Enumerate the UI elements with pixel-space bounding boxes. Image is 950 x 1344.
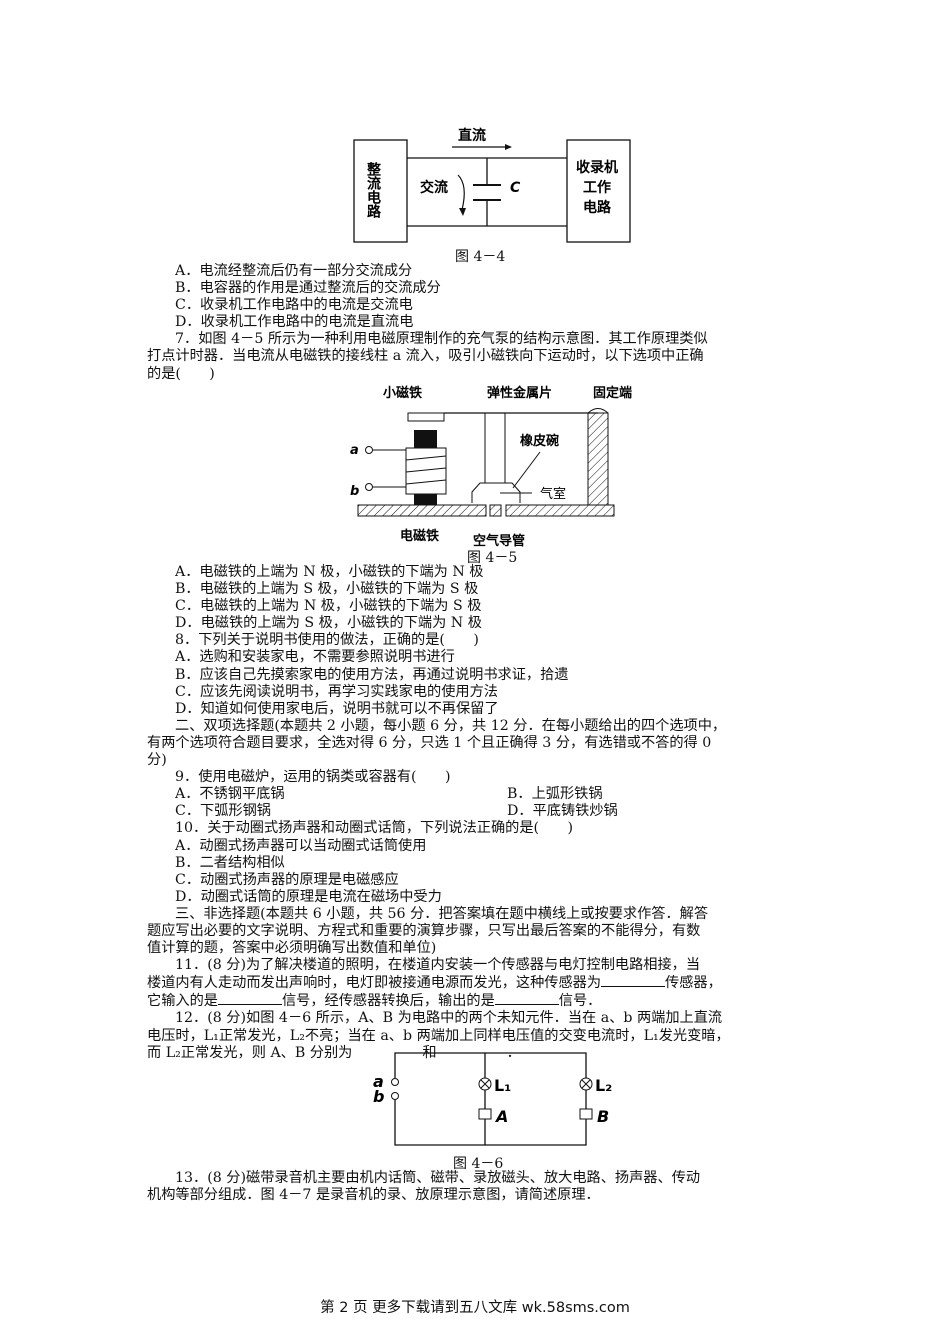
- page-footer: 第 2 页 更多下载请到五八文库 wk.58sms.com: [320, 1300, 630, 1316]
- label-dc: 直流: [458, 127, 486, 144]
- option: A．电流经整流后仍有一部分交流成分: [175, 263, 413, 279]
- option: B．电容器的作用是通过整流后的交流成分: [175, 280, 441, 297]
- label-small-magnet: 小磁铁: [383, 385, 422, 401]
- label-air-tube: 空气导管: [473, 533, 525, 549]
- label-rectifier: 整流电路: [365, 161, 382, 218]
- label-air-chamber: 气室: [540, 486, 566, 502]
- question-stem: 而 L₂正常发光，则 A、B 分别为: [147, 1044, 353, 1061]
- option: A．不锈钢平底锅: [175, 786, 285, 803]
- lamp-l2-icon: [579, 1077, 593, 1091]
- component-b: [579, 1108, 593, 1120]
- option: D．收录机工作电路中的电流是直流电: [175, 314, 414, 331]
- label-ac: 交流: [420, 179, 448, 196]
- section-heading: 有两个选项符合题目要求，全选对得 6 分，只选 1 个且正确得 3 分，有选错或…: [147, 734, 712, 751]
- section-heading: 二、双项选择题(本题共 2 小题，每小题 6 分，共 12 分．在每小题给出的四…: [175, 717, 727, 734]
- question-stem: 电压时，L₁正常发光，L₂不亮；当在 a、b 两端加上同样电压值的交变电流时，L…: [147, 1027, 730, 1044]
- question-stem: 楼道内有人走动而发出声响时，电灯即被接通电源而发光，这种传感器为: [147, 975, 602, 992]
- lamp-l2-label: L₂: [595, 1076, 612, 1095]
- label-recorder-1: 收录机: [576, 159, 618, 176]
- component-a-label: A: [494, 1107, 508, 1126]
- question-stem: 7．如图 4－5 所示为一种利用电磁原理制作的充气泵的结构示意图．其工作原理类似: [175, 331, 708, 348]
- section-heading: 三、非选择题(本题共 6 小题，共 56 分．把答案填在题中横线上或按要求作答．…: [175, 905, 709, 922]
- label-capacitor: C: [510, 180, 521, 196]
- component-a: [478, 1108, 492, 1120]
- option: A．动圈式扬声器可以当动圈式话筒使用: [175, 837, 427, 854]
- option: D．知道如何使用家电后，说明书就可以不再保留了: [175, 700, 499, 717]
- question-stem: 13．(8 分)磁带录音机主要由机内话筒、磁带、录放磁头、放大电路、扬声器、传动: [175, 1170, 701, 1186]
- option: C．应该先阅读说明书，再学习实践家电的使用方法: [175, 683, 498, 700]
- figure-4-6: a b L₁ L₂ A B: [373, 1052, 612, 1146]
- answer-blank: [601, 974, 666, 988]
- question-13: 13．(8 分)磁带录音机主要由机内话筒、磁带、录放磁头、放大电路、扬声器、传动…: [147, 1170, 817, 1204]
- question-stem: 信号，经传感器转换后，输出的是: [281, 993, 495, 1010]
- question-stem: 8．下列关于说明书使用的做法，正确的是( ): [175, 632, 479, 649]
- option: C．动圈式扬声器的原理是电磁感应: [175, 871, 399, 888]
- option: A．电磁铁的上端为 N 极，小磁铁的下端为 N 极: [175, 564, 484, 580]
- question-stem: 机构等部分组成．图 4－7 是录音机的录、放原理示意图，请简述原理．: [147, 1187, 600, 1204]
- option: D．平底铸铁炒锅: [507, 803, 618, 820]
- option: C．下弧形钢锅: [175, 803, 271, 820]
- question-stem: 打点计时器．当电流从电磁铁的接线柱 a 流入，吸引小磁铁向下运动时，以下选项中正…: [147, 348, 704, 365]
- label-fixed-end: 固定端: [593, 385, 632, 401]
- option: B．上弧形铁锅: [507, 786, 603, 803]
- lamp-l1-label: L₁: [494, 1076, 511, 1095]
- terminal-b-label: b: [350, 484, 359, 499]
- figure-caption: 图 4－5: [467, 550, 518, 566]
- terminal-b-label: b: [373, 1087, 384, 1106]
- option: A．选购和安装家电，不需要参照说明书进行: [175, 649, 455, 666]
- answer-blank: [217, 992, 282, 1006]
- figure-caption: 图 4－4: [455, 249, 506, 265]
- option: C．电磁铁的上端为 N 极，小磁铁的下端为 S 极: [175, 598, 482, 615]
- figure-4-5: 小磁铁 弹性金属片 固定端 a b 橡皮碗 气室 电磁铁 空气导管: [350, 385, 632, 549]
- option: B．二者结构相似: [175, 854, 285, 871]
- figure-caption: 图 4－6: [453, 1156, 504, 1172]
- questions-7-9: A．电磁铁的上端为 N 极，小磁铁的下端为 N 极 B．电磁铁的上端为 S 极，…: [147, 564, 817, 1062]
- question-stem: 传感器，: [665, 975, 722, 992]
- section-heading: 分): [147, 752, 167, 769]
- component-b-label: B: [597, 1107, 609, 1126]
- option: C．收录机工作电路中的电流是交流电: [175, 297, 413, 314]
- question-stem: 9．使用电磁炉，运用的锅类或容器有( ): [175, 769, 451, 786]
- label-recorder-2: 工作: [583, 179, 611, 196]
- question-stem: 12．(8 分)如图 4－6 所示，A、B 为电路中的两个未知元件．当在 a、b…: [175, 1010, 723, 1027]
- terminal-a-label: a: [350, 443, 359, 458]
- label-electromagnet: 电磁铁: [400, 528, 439, 544]
- question-stem: 的是( ): [147, 365, 215, 382]
- option: B．电磁铁的上端为 S 极，小磁铁的下端为 S 极: [175, 581, 479, 598]
- section-heading: 值计算的题，答案中必须明确写出数值和单位): [147, 940, 437, 957]
- figure-4-4: 直流 交流 C 整流电路 收录机 工作 电路: [353, 127, 631, 243]
- label-recorder-3: 电路: [583, 199, 612, 216]
- question-stem: 10．关于动圈式扬声器和动圈式话筒，下列说法正确的是( ): [175, 820, 574, 837]
- option: D．电磁铁的上端为 S 极，小磁铁的下端为 N 极: [175, 615, 482, 632]
- terminal-a-label: a: [373, 1072, 384, 1091]
- lamp-l1-icon: [478, 1077, 492, 1091]
- question-stem: 它输入的是: [147, 993, 218, 1010]
- label-spring: 弹性金属片: [487, 385, 552, 401]
- label-rubber-cup: 橡皮碗: [520, 433, 559, 449]
- question-6-7: A．电流经整流后仍有一部分交流成分 B．电容器的作用是通过整流后的交流成分 C．…: [147, 263, 817, 383]
- section-heading: 题应写出必要的文字说明、方程式和重要的演算步骤，只写出最后答案的不能得分，有数: [147, 922, 701, 939]
- question-stem: 信号．: [558, 993, 602, 1010]
- option: B．应该自己先摸索家电的使用方法，再通过说明书求证，拾遗: [175, 666, 569, 683]
- answer-blank: [494, 992, 559, 1006]
- question-stem: 11．(8 分)为了解决楼道的照明，在楼道内安装一个传感器与电灯控制电路相接，当: [175, 957, 701, 974]
- option: D．动圈式话筒的原理是电流在磁场中受力: [175, 888, 442, 905]
